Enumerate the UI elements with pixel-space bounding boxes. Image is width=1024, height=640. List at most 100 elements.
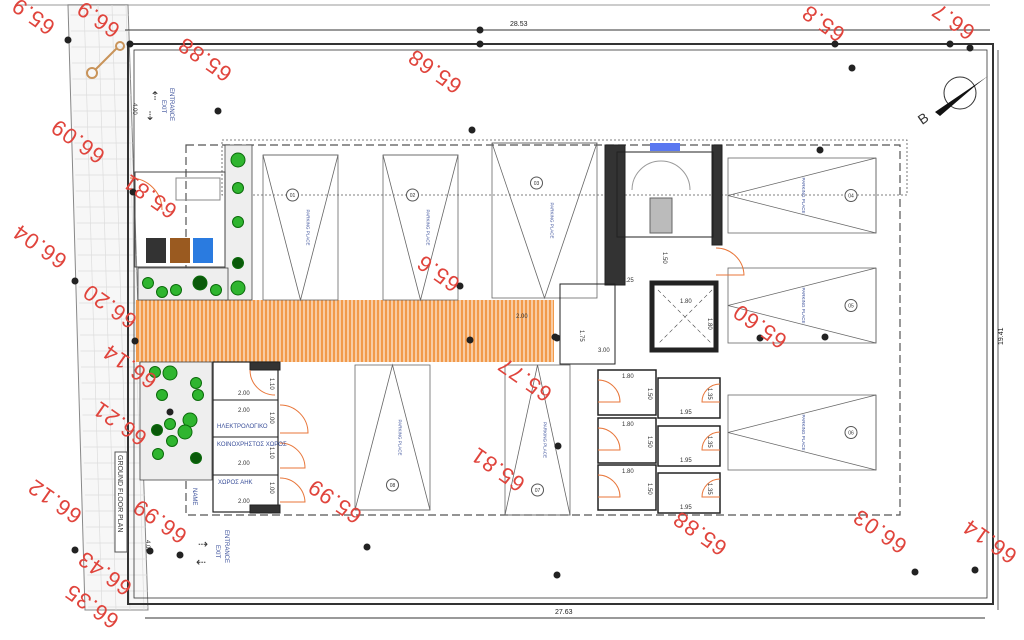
- dim-utility-door: 1.10: [268, 378, 274, 390]
- dim-corridor-height: 1.50: [661, 252, 667, 264]
- dim-top-width: 28.53: [510, 21, 528, 28]
- parking-label: PARKING PLACE: [426, 210, 431, 246]
- parking-number: 06: [848, 431, 854, 437]
- column-marker-icon: [756, 334, 764, 342]
- bin-room: [134, 171, 226, 268]
- dim-storage: 1.80: [622, 422, 634, 428]
- parking-number: 01: [290, 193, 296, 199]
- dim-lift: 1.80: [680, 299, 692, 305]
- utility-rooms: [212, 361, 309, 514]
- column-marker-icon: [466, 336, 474, 344]
- tree-icon: [156, 389, 168, 401]
- column-marker-icon: [166, 408, 174, 416]
- dim-lift-depth: 1.80: [706, 318, 712, 330]
- label-entrance-bottom: ENTRANCE: [223, 530, 229, 563]
- tree-icon: [170, 284, 182, 296]
- arrow-down-icon: ⇣: [145, 109, 155, 123]
- tree-icon: [232, 216, 244, 228]
- dim-storage: 1.95: [680, 505, 692, 511]
- dim-passage-height: 1.75: [578, 330, 584, 342]
- dim-ramp: 2.00: [516, 314, 528, 320]
- dim-utility-door: 1.00: [268, 412, 274, 424]
- parking-label: PARKING PLACE: [306, 210, 311, 246]
- dim-utility: 2.00: [238, 391, 250, 397]
- label-common-room: ΚΟΙΝΟΧΡΗΣΤΟΣ ΧΩΡΟΣ: [217, 442, 287, 448]
- column-marker-icon: [71, 546, 79, 554]
- parking-label: PARKING PLACE: [801, 288, 806, 324]
- parking-number: 03: [534, 181, 540, 187]
- parking-number: 08: [390, 483, 396, 489]
- dim-corridor: 1.25: [622, 278, 634, 284]
- tree-icon: [177, 424, 193, 440]
- parking-label: PARKING PLACE: [801, 415, 806, 451]
- stair-core: [559, 143, 745, 365]
- column-marker-icon: [966, 44, 974, 52]
- dim-bottom-width: 27.63: [555, 609, 573, 616]
- north-label: B: [915, 109, 932, 127]
- tree-icon: [232, 182, 244, 194]
- tree-icon: [190, 452, 202, 464]
- column-marker-icon: [554, 442, 562, 450]
- column-marker-icon: [816, 146, 824, 154]
- parking-label: PARKING PLACE: [543, 422, 548, 458]
- tree-icon: [152, 448, 164, 460]
- dim-storage: 1.80: [622, 374, 634, 380]
- column-marker-icon: [551, 333, 559, 341]
- dim-entrance-bottom: 4.00: [144, 540, 150, 552]
- column-marker-icon: [971, 566, 979, 574]
- column-marker-icon: [831, 40, 839, 48]
- tree-icon: [232, 257, 244, 269]
- dim-utility-door: 1.10: [268, 447, 274, 459]
- tree-icon: [164, 418, 176, 430]
- column-marker-icon: [131, 337, 139, 345]
- dim-entrance-top: 4.00: [131, 103, 137, 115]
- column-marker-icon: [456, 282, 464, 290]
- column-marker-icon: [214, 107, 222, 115]
- parking-number: 07: [535, 488, 541, 494]
- tree-icon: [156, 286, 168, 298]
- bin-brown: [170, 238, 190, 263]
- parking-space: 05 PARKING PLACE: [727, 267, 877, 344]
- arrow-left-icon: ⇠: [196, 555, 206, 569]
- arrow-right-icon: ⇢: [198, 537, 208, 551]
- dim-storage: 1.50: [646, 388, 652, 400]
- dim-storage: 1.80: [622, 469, 634, 475]
- tree-icon: [190, 377, 202, 389]
- north-arrow-icon: B: [915, 76, 988, 128]
- tree-icon: [142, 277, 154, 289]
- bin-black: [146, 238, 166, 263]
- tree-icon: [149, 366, 161, 378]
- column-marker-icon: [848, 64, 856, 72]
- parking-space: 07 PARKING PLACE: [504, 364, 571, 516]
- column-marker-icon: [946, 40, 954, 48]
- drawing-title: GROUND FLOOR PLAN: [116, 455, 123, 532]
- column-marker-icon: [126, 40, 134, 48]
- parking-number: 04: [848, 194, 854, 200]
- dim-utility: 2.00: [238, 499, 250, 505]
- dim-storage: 1.35: [706, 483, 712, 495]
- label-entrance-top: ENTRANCE: [168, 88, 174, 121]
- parking-number: 05: [848, 304, 854, 310]
- label-wc: ΧΩΡΟΣ ΑΗΚ: [218, 480, 253, 486]
- dim-utility-door: 1.00: [268, 482, 274, 494]
- arrow-up-icon: ⇡: [150, 89, 160, 103]
- dim-utility: 2.00: [238, 461, 250, 467]
- tree-icon: [162, 365, 178, 381]
- key-icon: [86, 41, 125, 79]
- column-marker-icon: [146, 547, 154, 555]
- tree-icon: [166, 435, 178, 447]
- dim-storage: 1.35: [706, 436, 712, 448]
- dim-right-depth: 19.41: [998, 327, 1005, 345]
- bin-blue: [193, 238, 213, 263]
- column-marker-icon: [71, 277, 79, 285]
- column-marker-icon: [176, 551, 184, 559]
- door-swing: [129, 177, 163, 211]
- dim-storage: 1.35: [706, 388, 712, 400]
- title-box: [114, 451, 128, 553]
- dim-utility: 2.00: [238, 408, 250, 414]
